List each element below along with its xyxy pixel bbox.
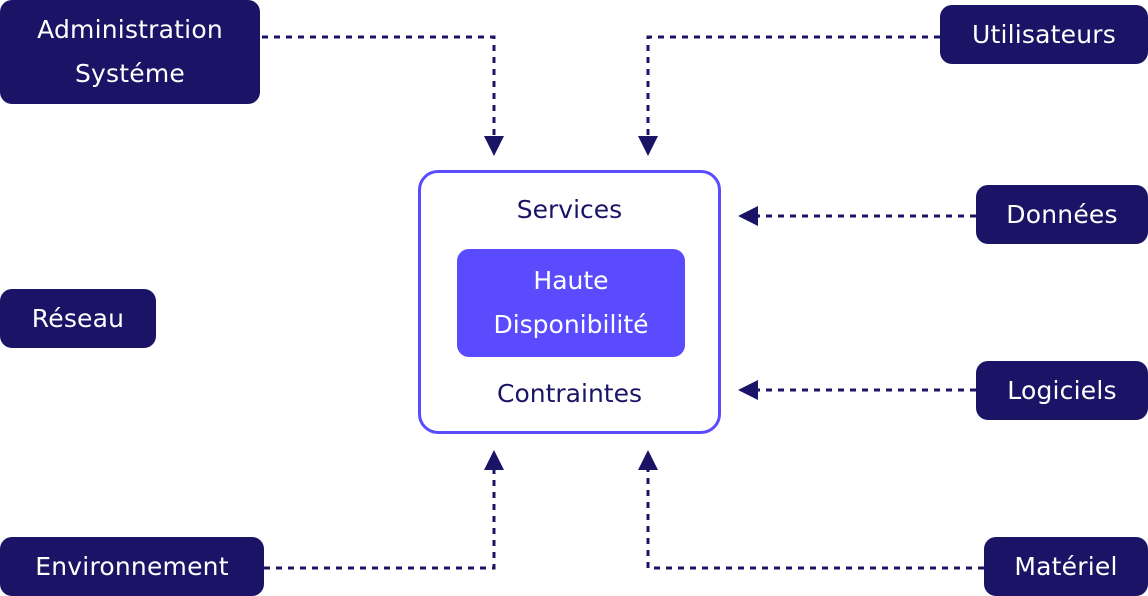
connector-environnement — [264, 470, 496, 570]
node-administration-systeme-label: Administration Systéme — [37, 15, 223, 88]
node-administration-systeme: Administration Systéme — [0, 0, 260, 104]
node-donnees-label: Données — [1006, 199, 1118, 229]
high-availability-core: Haute Disponibilité — [457, 249, 685, 357]
connector-utilisateurs — [646, 35, 940, 140]
node-environnement-label: Environnement — [35, 551, 229, 581]
node-logiciels-label: Logiciels — [1007, 375, 1117, 405]
arrowhead-donnees — [738, 206, 758, 226]
services-label: Services — [516, 195, 623, 224]
connector-admin — [262, 35, 496, 140]
node-environnement: Environnement — [0, 537, 264, 596]
node-materiel: Matériel — [984, 537, 1148, 596]
node-utilisateurs: Utilisateurs — [940, 5, 1148, 64]
arrowhead-materiel — [638, 450, 658, 470]
constraints-label: Contraintes — [497, 379, 642, 408]
node-reseau-label: Réseau — [31, 303, 125, 333]
node-donnees: Données — [976, 185, 1148, 244]
node-reseau: Réseau — [0, 289, 156, 348]
connector-materiel — [646, 470, 984, 570]
arrowhead-logiciels — [738, 380, 758, 400]
node-materiel-label: Matériel — [1014, 551, 1118, 581]
central-system-box: Services Haute Disponibilité Contraintes — [418, 170, 721, 434]
node-logiciels: Logiciels — [976, 361, 1148, 420]
node-utilisateurs-label: Utilisateurs — [971, 19, 1116, 49]
arrowhead-environnement — [484, 450, 504, 470]
arrowhead-admin — [484, 136, 504, 156]
arrowhead-utilisateurs — [638, 136, 658, 156]
